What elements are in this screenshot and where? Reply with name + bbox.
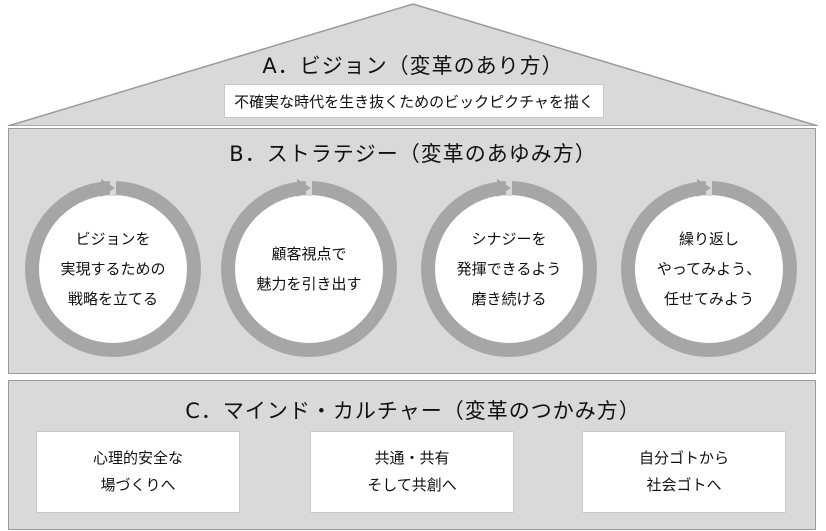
culture-box-3-line-1: 自分ゴトから bbox=[638, 449, 729, 467]
culture-box-2-line-2: そして共創へ bbox=[367, 476, 457, 494]
culture-box-2: 共通・共有 そして共創へ bbox=[310, 431, 514, 513]
culture-box-1-line-1: 心理的安全な bbox=[92, 449, 183, 467]
vision-statement: 不確実な時代を生き抜くためのビックピクチャを描く bbox=[234, 92, 594, 111]
cycle-arrowhead bbox=[497, 179, 511, 197]
vision-statement-box: 不確実な時代を生き抜くためのビックピクチャを描く bbox=[224, 84, 604, 118]
roof-shape bbox=[7, 3, 819, 126]
vision-title: A．ビジョン（変革のあり方） bbox=[262, 54, 564, 78]
cycle-arrowhead bbox=[297, 179, 311, 197]
culture-box-1-line-2: 場づくりへ bbox=[100, 476, 176, 494]
strategy-cycle-2: 顧客視点で 魅力を引き出す bbox=[218, 178, 400, 360]
cycle-3-line-3: 磨き続ける bbox=[471, 290, 547, 308]
cycle-arrowhead bbox=[697, 179, 711, 197]
culture-box-2-line-1: 共通・共有 bbox=[374, 449, 450, 467]
cycle-4-line-3: 任せてみよう bbox=[663, 290, 754, 308]
culture-title: C．マインド・カルチャー（変革のつかみ方） bbox=[185, 399, 641, 423]
cycle-ring-4 bbox=[621, 179, 797, 357]
cycle-4-line-2: やってみよう、 bbox=[656, 260, 762, 278]
strategy-title: B．ストラテジー（変革のあゆみ方） bbox=[229, 142, 597, 166]
cycle-1-line-3: 戦略を立てる bbox=[67, 290, 158, 308]
cycle-2-line-1: 顧客視点で bbox=[271, 245, 347, 263]
cycle-3-line-1: シナジーを bbox=[471, 230, 547, 248]
strategy-cycle-1: ビジョンを 実現するための 戦略を立てる bbox=[22, 178, 204, 360]
culture-box-3: 自分ゴトから 社会ゴトへ bbox=[582, 431, 786, 513]
cycle-ring-1 bbox=[25, 179, 201, 357]
culture-box-3-line-2: 社会ゴトへ bbox=[646, 476, 722, 494]
strategy-cycle-3: シナジーを 発揮できるよう 磨き続ける bbox=[418, 178, 600, 360]
cycle-ring-3 bbox=[421, 179, 597, 357]
strategy-cycle-4: 繰り返し やってみよう、 任せてみよう bbox=[618, 178, 800, 360]
cycle-3-line-2: 発揮できるよう bbox=[456, 260, 562, 278]
cycle-1-line-1: ビジョンを bbox=[75, 230, 151, 248]
cycle-ring-2 bbox=[221, 179, 397, 357]
cycle-arrowhead bbox=[101, 179, 115, 197]
cycle-1-line-2: 実現するための bbox=[60, 260, 166, 278]
culture-box-1: 心理的安全な 場づくりへ bbox=[36, 431, 240, 513]
cycle-4-line-1: 繰り返し bbox=[678, 230, 739, 248]
cycle-2-line-2: 魅力を引き出す bbox=[256, 275, 362, 293]
